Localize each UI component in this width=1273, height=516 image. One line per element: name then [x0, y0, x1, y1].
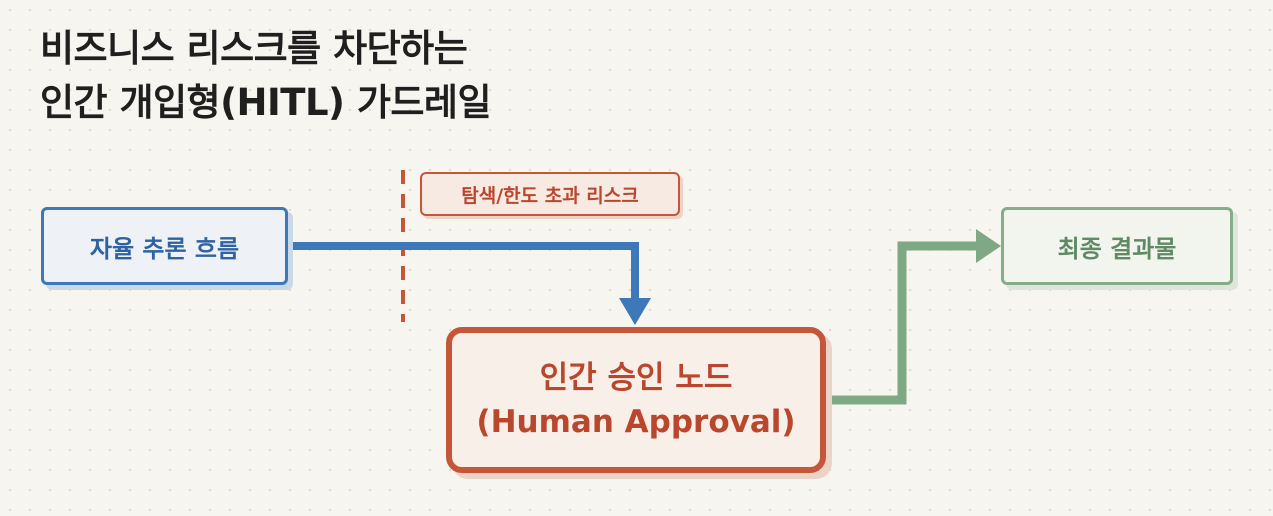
- final-result-label: 최종 결과물: [1057, 234, 1177, 263]
- risk-label-text: 탐색/한도 초과 리스크: [461, 184, 639, 207]
- diagram-title: 비즈니스 리스크를 차단하는 인간 개입형(HITL) 가드레일: [40, 22, 492, 130]
- final-result-node: 최종 결과물: [1001, 207, 1233, 285]
- approval-to-result-arrow: [826, 229, 1001, 405]
- human-approval-label-ko: 인간 승인 노드: [539, 360, 733, 396]
- autonomous-flow-node: 자율 추론 흐름: [41, 207, 288, 285]
- title-line-1: 비즈니스 리스크를 차단하는: [40, 27, 468, 70]
- human-approval-label-en: (Human Approval): [476, 404, 796, 440]
- risk-label: 탐색/한도 초과 리스크: [420, 172, 680, 216]
- title-line-2: 인간 개입형(HITL) 가드레일: [40, 81, 492, 124]
- flow-to-approval-arrow: [288, 242, 651, 325]
- human-approval-node: 인간 승인 노드 (Human Approval): [446, 327, 826, 473]
- autonomous-flow-label: 자율 추론 흐름: [89, 234, 240, 263]
